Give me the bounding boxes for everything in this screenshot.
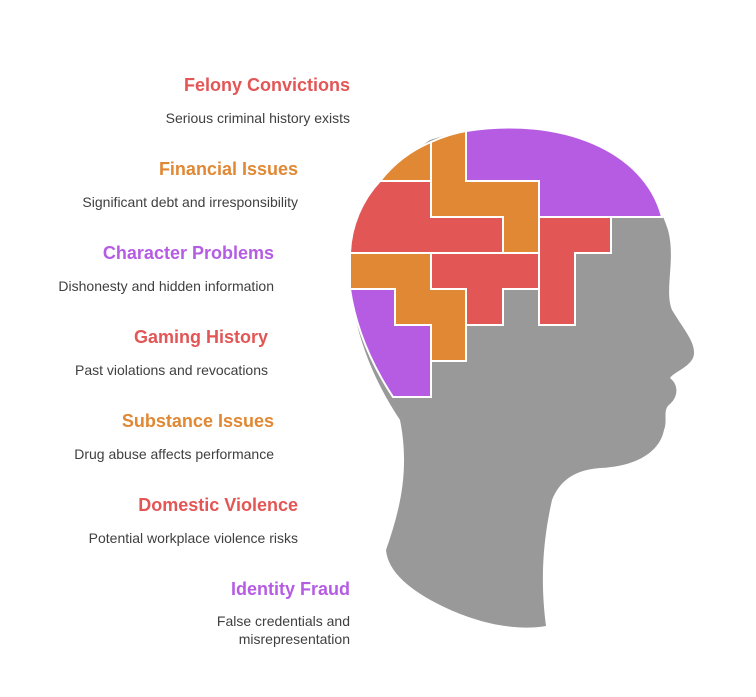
puzzle-piece-red-right: [538, 216, 612, 326]
item-identity-fraud: Identity Fraud False credentials and mis…: [217, 578, 350, 648]
puzzle-piece-orange-top-left: [377, 140, 432, 182]
item-felony-convictions: Felony Convictions Serious criminal hist…: [166, 74, 350, 127]
item-character-problems: Character Problems Dishonesty and hidden…: [58, 242, 274, 295]
item-title: Character Problems: [102, 243, 274, 263]
item-title: Substance Issues: [121, 411, 274, 431]
item-title: Domestic Violence: [138, 495, 298, 515]
item-title: Felony Convictions: [183, 75, 350, 95]
item-domestic-violence: Domestic Violence Potential workplace vi…: [89, 494, 298, 547]
item-substance-issues: Substance Issues Drug abuse affects perf…: [74, 410, 274, 463]
item-gaming-history: Gaming History Past violations and revoc…: [75, 326, 268, 379]
puzzle-piece-red-middle: [430, 252, 540, 326]
item-title: Financial Issues: [158, 159, 298, 179]
item-description: Dishonesty and hidden information: [58, 278, 274, 294]
item-title: Gaming History: [133, 327, 268, 347]
puzzle-piece-purple-lower: [348, 288, 432, 398]
item-financial-issues: Financial Issues Significant debt and ir…: [82, 158, 298, 211]
item-title: Identity Fraud: [230, 579, 350, 599]
item-description: Serious criminal history exists: [165, 110, 350, 126]
puzzle-piece-purple-top: [465, 126, 664, 218]
item-description: False credentials and misrepresentation: [216, 613, 350, 647]
item-description: Potential workplace violence risks: [88, 530, 298, 546]
puzzle-piece-red-left: [348, 180, 504, 254]
item-description: Past violations and revocations: [75, 362, 268, 378]
item-description: Significant debt and irresponsibility: [82, 194, 298, 210]
item-description: Drug abuse affects performance: [74, 446, 274, 462]
